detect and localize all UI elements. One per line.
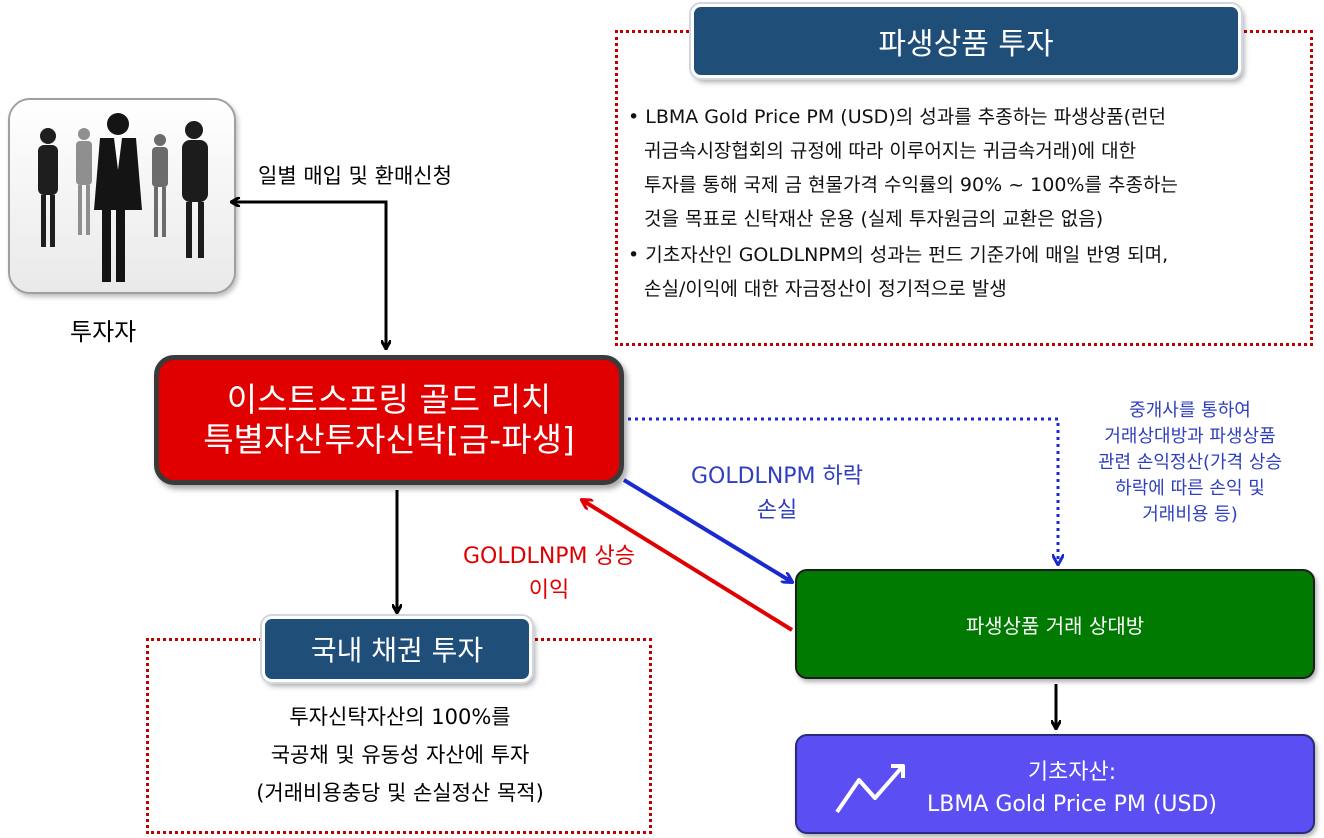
derivatives-description: • LBMA Gold Price PM (USD)의 성과를 추종하는 파생상… (628, 100, 1308, 306)
broker-settlement-arrow (628, 417, 1058, 564)
trust-name-line1: 이스트스프링 골드 리치 (226, 380, 552, 419)
derivatives-title: 파생상품 투자 (878, 27, 1054, 62)
underlying-asset-box: 기초자산: LBMA Gold Price PM (USD) (795, 734, 1315, 834)
gain-label: GOLDLNPM 상승 이익 (463, 544, 635, 603)
investor-to-trust-arrow (232, 202, 388, 350)
loss-arrow (622, 478, 792, 582)
trust-name-line2: 특별자산투자신탁[금-파생] (203, 420, 575, 459)
trend-up-icon (835, 764, 905, 814)
investor-label: 투자자 (70, 318, 137, 346)
underlying-index-name: LBMA Gold Price PM (USD) (926, 792, 1218, 817)
counterparty-label: 파생상품 거래 상대방 (965, 613, 1145, 638)
loss-label: GOLDLNPM 하락 손실 (691, 464, 863, 523)
person-left-icon (38, 128, 58, 247)
gain-arrow (582, 500, 794, 632)
derivatives-bullet-1: • LBMA Gold Price PM (USD)의 성과를 추종하는 파생상… (628, 106, 1178, 230)
derivatives-counterparty-box: 파생상품 거래 상대방 (795, 569, 1315, 679)
subscription-redemption-label: 일별 매입 및 환매신청 (258, 164, 452, 188)
broker-settlement-note: 중개사를 통하여 거래상대방과 파생상품 관련 손익정산(가격 상승 하락에 따… (1097, 400, 1283, 525)
bonds-title: 국내 채권 투자 (310, 634, 484, 667)
underlying-label: 기초자산: (1027, 760, 1117, 785)
bonds-description: 투자신탁자산의 100%를 국공채 및 유동성 자산에 투자 (거래비용충당 및… (256, 705, 544, 805)
trust-fund-box: 이스트스프링 골드 리치 특별자산투자신탁[금-파생] (154, 355, 624, 485)
investor-photo (8, 98, 236, 294)
investors-illustration (10, 100, 234, 292)
derivatives-title-badge: 파생상품 투자 (691, 4, 1241, 78)
bonds-title-badge: 국내 채권 투자 (262, 616, 532, 682)
person-center-icon (94, 113, 142, 282)
derivatives-bullet-2: • 기초자산인 GOLDLNPM의 성과는 펀드 기준가에 매일 반영 되며, … (628, 244, 1169, 300)
